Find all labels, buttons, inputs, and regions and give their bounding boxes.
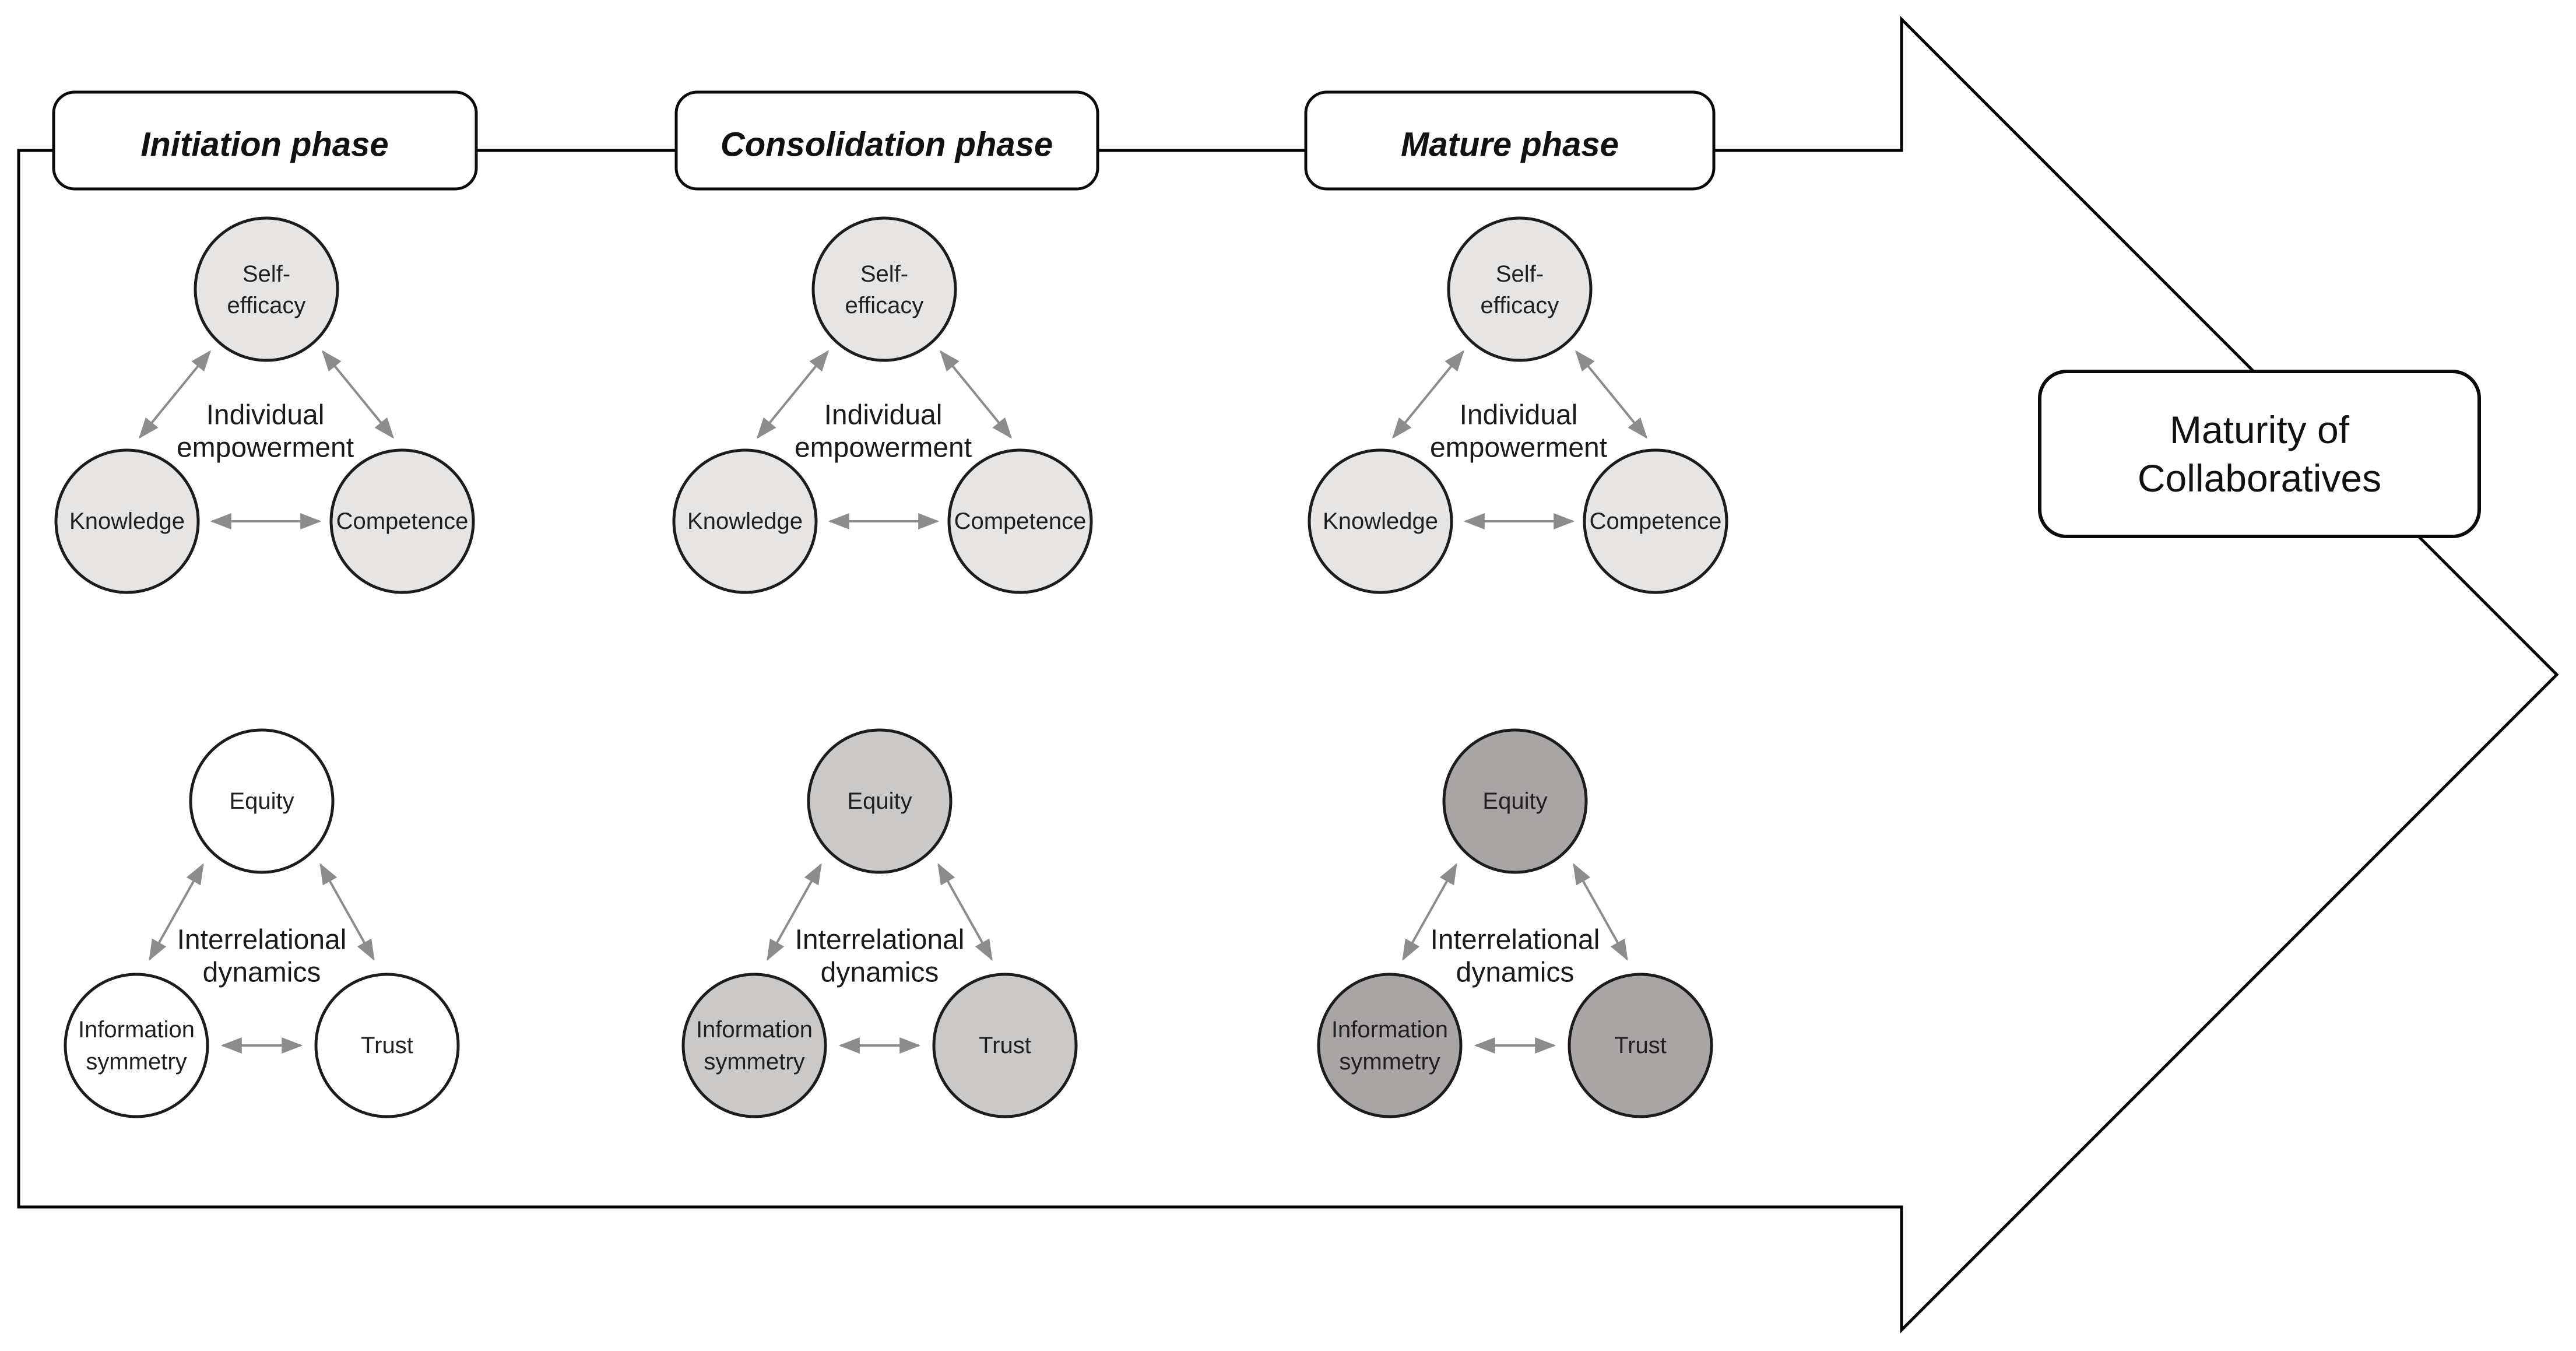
phase-header-consolidation: Consolidation phase bbox=[674, 90, 1099, 191]
phase-2-knowledge-circle bbox=[672, 448, 818, 594]
phase-header-initiation-box bbox=[52, 90, 478, 191]
phase-1-arrow-equity-trust bbox=[319, 863, 375, 961]
phase-3-interrelational-dynamics-triangle: Equity Information symmetry Trust Interr… bbox=[1317, 728, 1713, 1118]
phase-2-information-label-line2: symmetry bbox=[704, 1049, 804, 1075]
phase-2-information-label-line1: Information bbox=[696, 1017, 813, 1043]
phase-3-information-label-line1: Information bbox=[1331, 1017, 1448, 1043]
phase-2-individual-empowerment-triangle: Self- efficacy Knowledge Competence Indi… bbox=[672, 216, 1093, 594]
phase-2-competence-circle bbox=[947, 448, 1093, 594]
phase-2-arrow-selfefficacy-knowledge bbox=[756, 350, 830, 439]
phase-3-arrow-equity-trust bbox=[1573, 863, 1628, 961]
maturity-box-label-line2: Collaboratives bbox=[2138, 457, 2381, 500]
phase-1-trust-circle bbox=[314, 973, 460, 1118]
phase-3-competence-circle bbox=[1583, 448, 1728, 594]
phase-3-empowerment-title-line2: empowerment bbox=[1430, 433, 1607, 464]
phase-2-information-symmetry-circle bbox=[681, 973, 827, 1118]
phase-2-trust-circle bbox=[932, 973, 1078, 1118]
phase-1-knowledge-circle bbox=[54, 448, 200, 594]
maturity-box-rect bbox=[2038, 370, 2481, 538]
phase-2-self-efficacy-circle bbox=[811, 216, 957, 362]
phase-3-arrow-selfefficacy-competence bbox=[1575, 350, 1648, 439]
phase-3-dynamics-title-line1: Interrelational bbox=[1431, 925, 1600, 956]
phase-3-knowledge-circle bbox=[1308, 448, 1453, 594]
phase-3-trust-circle bbox=[1568, 973, 1713, 1118]
phase-1-empowerment-title-line1: Individual bbox=[206, 400, 325, 431]
phase-2-trust-label: Trust bbox=[979, 1033, 1031, 1058]
phase-2-empowerment-title-line2: empowerment bbox=[795, 433, 972, 464]
phase-2-arrow-equity-trust bbox=[937, 863, 993, 961]
phase-1-self-efficacy-circle bbox=[194, 216, 339, 362]
phase-2-competence-label: Competence bbox=[954, 508, 1087, 534]
phase-2-empowerment-title-line1: Individual bbox=[824, 400, 943, 431]
phase-1-arrow-equity-information bbox=[149, 863, 204, 961]
phase-2-dynamics-title-line1: Interrelational bbox=[795, 925, 965, 956]
phase-1-trust-label: Trust bbox=[361, 1033, 413, 1058]
phase-header-mature: Mature phase bbox=[1304, 90, 1716, 191]
phase-3-self-efficacy-circle bbox=[1447, 216, 1593, 362]
phase-header-mature-box bbox=[1304, 90, 1716, 191]
phase-1-information-symmetry-circle bbox=[64, 973, 209, 1118]
phase-1-competence-circle bbox=[329, 448, 475, 594]
phase-3-equity-circle bbox=[1442, 728, 1588, 874]
phase-header-initiation-label: Initiation phase bbox=[140, 126, 388, 164]
phase-header-initiation: Initiation phase bbox=[52, 90, 478, 191]
phase-2-equity-label: Equity bbox=[847, 788, 912, 814]
phase-3-trust-label: Trust bbox=[1614, 1033, 1667, 1058]
phase-3-dynamics-title-line2: dynamics bbox=[1456, 957, 1575, 988]
phase-3-competence-label: Competence bbox=[1590, 508, 1722, 534]
phase-1-self-efficacy-label-line2: efficacy bbox=[227, 293, 306, 318]
phase-1-arrow-selfefficacy-competence bbox=[321, 350, 395, 439]
phase-2-arrow-equity-information bbox=[767, 863, 822, 961]
phase-1-dynamics-title-line1: Interrelational bbox=[177, 925, 347, 956]
phase-header-consolidation-label: Consolidation phase bbox=[721, 126, 1053, 164]
phase-2-self-efficacy-label-line1: Self- bbox=[860, 261, 908, 287]
phase-2-equity-circle bbox=[807, 728, 953, 874]
phase-1-arrow-selfefficacy-knowledge bbox=[138, 350, 212, 439]
phase-1-individual-empowerment-triangle: Self- efficacy Knowledge Competence Indi… bbox=[54, 216, 475, 594]
phase-1-self-efficacy-label-line1: Self- bbox=[243, 261, 290, 287]
phase-1-competence-label: Competence bbox=[336, 508, 469, 534]
phase-1-equity-label: Equity bbox=[229, 788, 294, 814]
phase-2-dynamics-title-line2: dynamics bbox=[821, 957, 939, 988]
phase-3-empowerment-title-line1: Individual bbox=[1460, 400, 1578, 431]
phase-1-interrelational-dynamics-triangle: Equity Information symmetry Trust Interr… bbox=[64, 728, 460, 1118]
phase-3-information-label-line2: symmetry bbox=[1339, 1049, 1440, 1075]
phase-3-information-symmetry-circle bbox=[1317, 973, 1463, 1118]
phase-3-arrow-selfefficacy-knowledge bbox=[1391, 350, 1465, 439]
phase-3-arrow-equity-information bbox=[1402, 863, 1457, 961]
phase-1-equity-circle bbox=[189, 728, 335, 874]
phase-2-knowledge-label: Knowledge bbox=[687, 508, 803, 534]
phase-2-self-efficacy-label-line2: efficacy bbox=[845, 293, 924, 318]
maturity-box-label-line1: Maturity of bbox=[2170, 408, 2350, 451]
phase-3-equity-label: Equity bbox=[1482, 788, 1547, 814]
phase-1-dynamics-title-line2: dynamics bbox=[203, 957, 321, 988]
phase-header-mature-label: Mature phase bbox=[1401, 126, 1619, 164]
phase-1-empowerment-title-line2: empowerment bbox=[177, 433, 354, 464]
phase-header-consolidation-box bbox=[674, 90, 1099, 191]
maturity-of-collaboratives-box: Maturity of Collaboratives bbox=[2038, 370, 2481, 538]
phase-3-self-efficacy-label-line1: Self- bbox=[1496, 261, 1544, 287]
phase-1-information-label-line1: Information bbox=[78, 1017, 195, 1043]
phase-1-information-label-line2: symmetry bbox=[86, 1049, 187, 1075]
phase-2-arrow-selfefficacy-competence bbox=[939, 350, 1013, 439]
phase-2-interrelational-dynamics-triangle: Equity Information symmetry Trust Interr… bbox=[681, 728, 1078, 1118]
phase-3-individual-empowerment-triangle: Self- efficacy Knowledge Competence Indi… bbox=[1308, 216, 1728, 594]
phase-3-knowledge-label: Knowledge bbox=[1323, 508, 1438, 534]
phase-3-self-efficacy-label-line2: efficacy bbox=[1481, 293, 1559, 318]
maturity-arrow-shape bbox=[17, 15, 2559, 1334]
phase-1-knowledge-label: Knowledge bbox=[69, 508, 185, 534]
